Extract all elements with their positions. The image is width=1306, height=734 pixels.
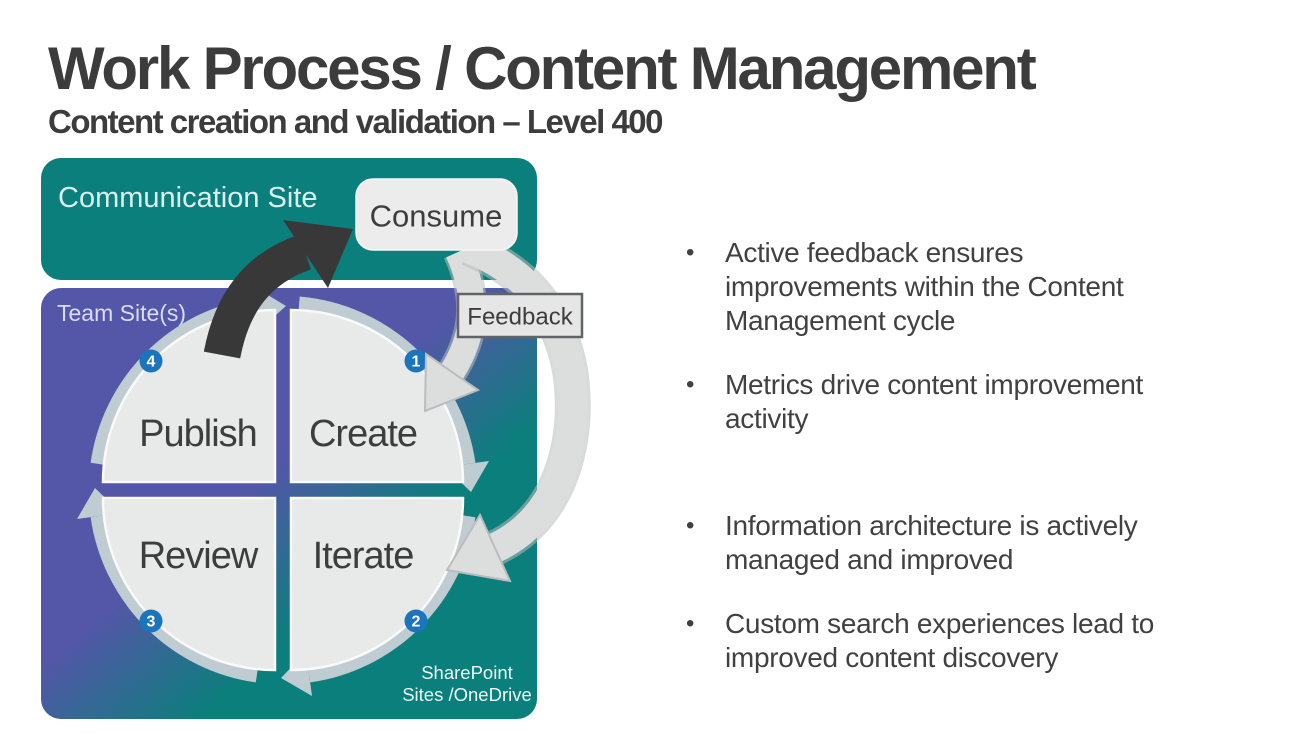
consume-box: Consume [355, 178, 518, 251]
quadrant-review-label: Review [139, 535, 259, 577]
step-badge-3: 3 [139, 609, 163, 633]
step-badge-4: 4 [139, 349, 163, 373]
bullet-group-2: Information architecture is actively man… [678, 509, 1278, 675]
badge-3-circle [139, 609, 163, 633]
badge-1-circle [404, 349, 428, 373]
feedback-label-shape [456, 292, 584, 339]
badge-2-circle [404, 609, 428, 633]
feedback-arrow-inner-head-icon [423, 352, 481, 413]
content-lifecycle-diagram: Communication Site Team Site(s) SharePoi… [41, 158, 591, 719]
consume-box-shape [355, 178, 518, 251]
quadrant-create-label: Create [309, 413, 417, 455]
publish-to-consume-arrowhead-icon [283, 220, 353, 288]
team-sites-label: Team Site(s) [57, 300, 186, 326]
feedback-arrow-outer-body [462, 234, 588, 562]
publish-to-consume-arrow [203, 220, 353, 359]
badge-2-number: 2 [412, 614, 421, 631]
bullet-item: Information architecture is actively man… [678, 509, 1278, 577]
bullet-item: Metrics drive content improvement activi… [678, 368, 1278, 436]
sharepoint-footer-line1: SharePoint [421, 662, 513, 683]
badge-4-number: 4 [147, 354, 156, 371]
page-title: Work Process / Content Management [48, 35, 1037, 102]
feedback-label-box: Feedback [456, 292, 584, 339]
bullet-group-1: Active feedback ensures improvements wit… [678, 236, 1278, 436]
step-badge-2: 2 [404, 609, 428, 633]
quadrant-publish-label: Publish [139, 413, 257, 455]
slide-header: Work Process / Content Management Conten… [48, 35, 1037, 140]
publish-to-consume-arrow-body [203, 234, 312, 359]
step-badge-1: 1 [404, 349, 428, 373]
quadrant-iterate-label: Iterate [313, 535, 414, 577]
badge-1-number: 1 [412, 354, 421, 371]
consume-label: Consume [370, 199, 503, 234]
badge-4-circle [139, 349, 163, 373]
bullet-item: Custom search experiences lead to improv… [678, 607, 1278, 675]
badge-3-number: 3 [147, 614, 156, 631]
sharepoint-footer-line2: Sites /OneDrive [402, 684, 532, 705]
feedback-label: Feedback [467, 304, 573, 331]
feedback-arrow-outer-head-icon [445, 512, 512, 583]
feedback-arrow-outer [445, 231, 591, 583]
communication-site-label: Communication Site [58, 182, 318, 214]
bullet-item: Active feedback ensures improvements wit… [678, 236, 1278, 338]
page-subtitle: Content creation and validation – Level … [48, 103, 664, 140]
